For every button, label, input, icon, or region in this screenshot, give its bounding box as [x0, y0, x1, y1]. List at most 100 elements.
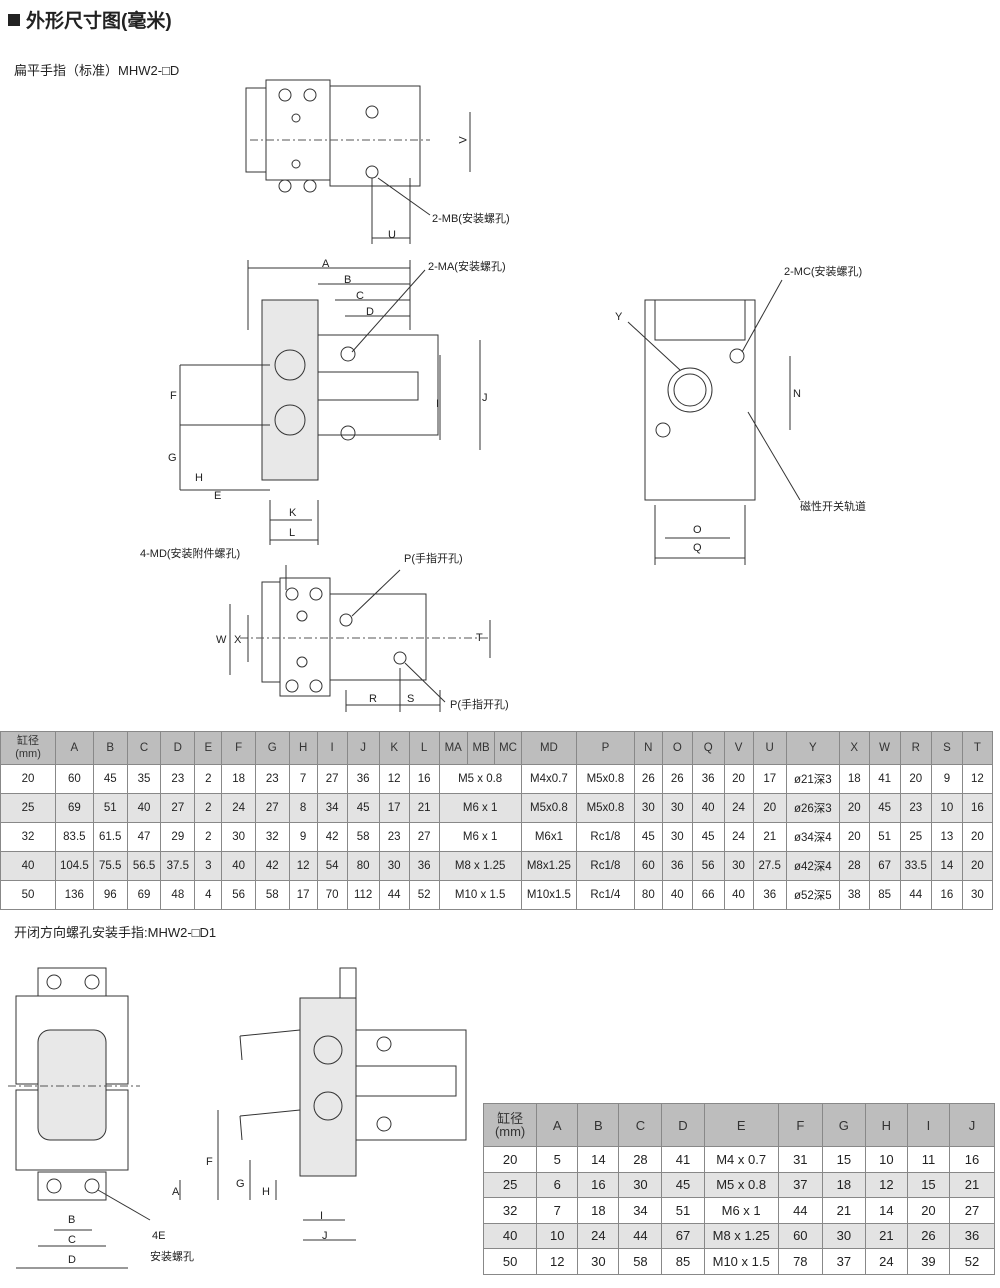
table-cell: 17	[288, 880, 318, 910]
table-cell: 27	[408, 822, 440, 852]
header-x: X	[838, 731, 870, 765]
page-title: 外形尺寸图(毫米)	[8, 6, 172, 33]
table-cell: 26	[906, 1222, 950, 1249]
header-e: E	[703, 1103, 779, 1147]
table-cell: 104.5	[55, 851, 94, 881]
dim-r: R	[369, 693, 377, 705]
table-cell: 96	[92, 880, 128, 910]
header-f: F	[777, 1103, 823, 1147]
table-cell: 54	[316, 851, 348, 881]
table-cell: 30	[633, 793, 663, 823]
table-cell: 44	[777, 1197, 823, 1224]
table-cell: 26	[633, 764, 663, 794]
header-v: V	[723, 731, 754, 765]
table-cell: 61.5	[92, 822, 128, 852]
table-cell: 23	[254, 764, 290, 794]
header-mb: MB	[466, 731, 496, 765]
table-cell: 18	[221, 764, 256, 794]
dim-h: H	[195, 472, 203, 484]
cell-ma-mb-mc: M6 x 1	[438, 822, 522, 852]
header-mc: MC	[494, 731, 522, 765]
table-cell: M6 x 1	[703, 1197, 779, 1224]
table-cell: 9	[930, 764, 963, 794]
table-cell: M6x1	[520, 822, 578, 852]
header-w: W	[868, 731, 901, 765]
table-cell: 12	[864, 1171, 908, 1198]
table-cell: 45	[633, 822, 663, 852]
dim-u: U	[388, 229, 396, 241]
table-cell: 34	[618, 1197, 663, 1224]
table-cell: ø21深3	[785, 764, 840, 794]
table-cell: 112	[346, 880, 380, 910]
table-cell: 36	[752, 880, 787, 910]
table-cell: 41	[661, 1146, 705, 1173]
table-cell: 18	[577, 1197, 620, 1224]
table-cell: 52	[408, 880, 440, 910]
table-cell: 78	[777, 1248, 823, 1275]
header-r: R	[899, 731, 932, 765]
table-cell: 42	[254, 851, 290, 881]
table-cell: 37	[821, 1248, 866, 1275]
table-cell: M4 x 0.7	[703, 1146, 779, 1173]
header-i: I	[906, 1103, 950, 1147]
header-k: K	[378, 731, 410, 765]
table-cell: 20	[838, 822, 870, 852]
table-cell: 56	[221, 880, 256, 910]
table-cell: 33.5	[899, 851, 932, 881]
table-cell: 30	[618, 1171, 663, 1198]
table-cell: 30	[577, 1248, 620, 1275]
table-cell: 40	[482, 1222, 538, 1249]
dim2-h: H	[262, 1186, 270, 1198]
table-cell: 32	[254, 822, 290, 852]
table-cell: Rc1/4	[576, 880, 635, 910]
dim2-d: D	[68, 1254, 76, 1266]
table-cell: 16	[930, 880, 963, 910]
callout-2mc: 2-MC(安装螺孔)	[784, 266, 863, 278]
table-cell: 67	[661, 1222, 705, 1249]
table-cell: M5x0.8	[576, 764, 635, 794]
table-cell: 2	[194, 822, 223, 852]
table-cell: 30	[821, 1222, 866, 1249]
table-cell: 12	[288, 851, 318, 881]
callout-hole: 安装螺孔	[150, 1251, 194, 1263]
dim-n: N	[793, 388, 801, 400]
table-cell: 25	[899, 822, 932, 852]
table-cell: 23	[378, 822, 410, 852]
table-cell: 85	[661, 1248, 705, 1275]
table-cell: M5x0.8	[576, 793, 635, 823]
table-cell: 37.5	[160, 851, 196, 881]
cell-ma-mb-mc: M8 x 1.25	[438, 851, 522, 881]
header-bore: 缸径(mm)	[482, 1103, 538, 1147]
table-cell: 10	[930, 793, 963, 823]
table-cell: 20	[752, 793, 787, 823]
dim-f: F	[170, 390, 177, 402]
dim-e: E	[214, 490, 222, 502]
dim-l: L	[289, 527, 296, 539]
table-cell: 56	[691, 851, 725, 881]
title-text: 外形尺寸图(毫米)	[26, 11, 172, 32]
header-c: C	[126, 731, 162, 765]
table-cell: 60	[55, 764, 94, 794]
header-bore: 缸径(mm)	[0, 731, 57, 765]
dim-a: A	[322, 258, 330, 270]
table-cell: 20	[482, 1146, 538, 1173]
table-cell: 30	[221, 822, 256, 852]
header-s: S	[930, 731, 963, 765]
table-cell: ø34深4	[785, 822, 840, 852]
header-a: A	[55, 731, 94, 765]
table-cell: 69	[55, 793, 94, 823]
dim-w: W	[216, 634, 227, 646]
cell-bore: 25	[0, 793, 57, 823]
dim-v: V	[457, 136, 470, 144]
table-cell: 60	[777, 1222, 823, 1249]
dim2-i: I	[320, 1210, 324, 1222]
table-cell: 67	[868, 851, 901, 881]
cell-bore: 32	[0, 822, 57, 852]
table-cell: 51	[661, 1197, 705, 1224]
callout-4md: 4-MD(安装附件螺孔)	[140, 548, 241, 560]
